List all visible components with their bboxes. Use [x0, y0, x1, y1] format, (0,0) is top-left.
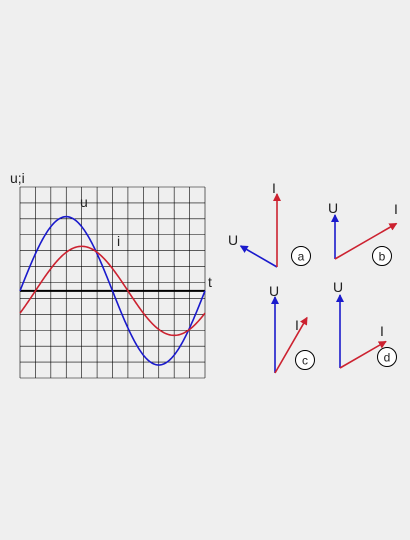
phasor-diagram-b[interactable]: U I b — [328, 200, 398, 266]
phasor-b-current-label: I — [394, 201, 398, 217]
phasor-a-voltage-label: U — [228, 232, 238, 248]
phasor-d-voltage-label: U — [333, 279, 343, 295]
option-c-letter: c — [302, 354, 308, 368]
option-a-letter: a — [298, 250, 305, 264]
phasor-b-current-arrow — [334, 222, 398, 260]
option-b-letter: b — [379, 250, 386, 264]
waveform-plot: u;i t u i — [10, 170, 212, 379]
y-axis-label: u;i — [10, 170, 25, 186]
phasor-diagram-a[interactable]: U I a — [228, 180, 311, 268]
option-d-circle — [377, 347, 397, 367]
phasor-diagram-c[interactable]: U I c — [269, 283, 315, 374]
voltage-curve — [19, 215, 206, 366]
grid — [19, 186, 206, 379]
phasor-b-voltage-label: U — [328, 200, 338, 216]
phasor-c-current-arrow — [274, 316, 308, 374]
phasor-a-voltage-arrow — [239, 245, 278, 268]
phasor-a-current-label: I — [272, 180, 276, 196]
phasor-d-current-arrow — [339, 340, 387, 369]
phasor-c-current-label: I — [295, 317, 299, 333]
option-c-circle — [295, 350, 315, 370]
option-b-circle — [372, 246, 392, 266]
phasor-c-voltage-label: U — [269, 283, 279, 299]
current-curve — [19, 245, 206, 337]
option-a-circle — [291, 246, 311, 266]
option-d-letter: d — [384, 351, 391, 365]
current-curve-label: i — [117, 233, 120, 249]
phasor-diagram-d[interactable]: U I d — [333, 279, 397, 369]
voltage-curve-label: u — [80, 194, 88, 210]
phasor-d-current-label: I — [380, 323, 384, 339]
x-axis-label: t — [208, 274, 212, 290]
